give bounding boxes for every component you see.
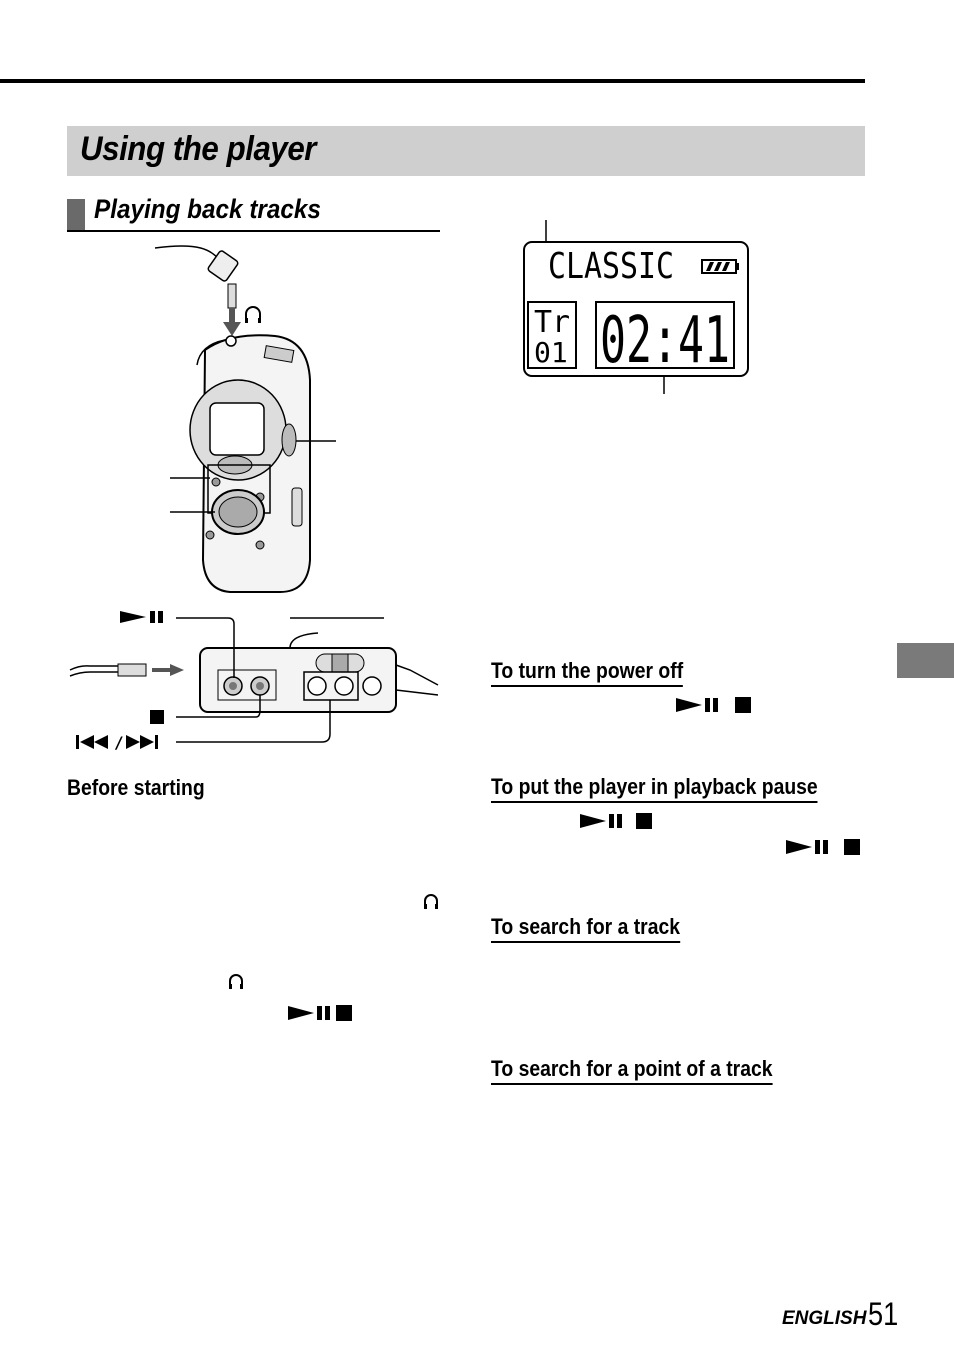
title-band <box>67 126 865 176</box>
play-pause-stop-icon <box>786 839 860 855</box>
play-pause-stop-icon <box>288 1005 352 1021</box>
battery-icon <box>701 259 739 274</box>
search-track-heading: To search for a track <box>491 914 681 943</box>
skip-back-icon <box>76 735 108 749</box>
before-starting-heading: Before starting <box>67 775 205 800</box>
display-track-label: Tr <box>534 305 570 340</box>
headphone-icon <box>424 894 438 909</box>
page-title: Using the player <box>80 130 316 168</box>
chapter-tab <box>897 643 954 678</box>
svg-text:/: / <box>114 733 124 752</box>
skip-forward-icon <box>126 735 158 749</box>
lcd-display: CLASSIC Tr 01 02:41 <box>523 220 749 394</box>
display-track-number: 01 <box>534 336 568 369</box>
play-pause-stop-icon <box>580 813 652 829</box>
page-number: 51 <box>868 1296 899 1332</box>
pause-heading: To put the player in playback pause <box>491 774 818 803</box>
play-pause-stop-icon <box>676 697 751 713</box>
play-pause-icon <box>120 611 163 623</box>
headphone-icon <box>245 306 261 323</box>
headphone-icon <box>229 974 243 989</box>
power-off-heading: To turn the power off <box>491 658 684 687</box>
search-point-heading: To search for a point of a track <box>491 1056 773 1085</box>
section-rule <box>67 230 440 232</box>
player-illustration: / <box>69 245 439 752</box>
stop-icon <box>150 710 164 724</box>
section-marker <box>67 199 85 232</box>
footer-language: ENGLISH <box>782 1308 867 1329</box>
display-genre: CLASSIC <box>548 246 674 287</box>
section-title: Playing back tracks <box>94 194 321 224</box>
display-time: 02:41 <box>600 304 730 378</box>
top-rule <box>0 79 865 83</box>
